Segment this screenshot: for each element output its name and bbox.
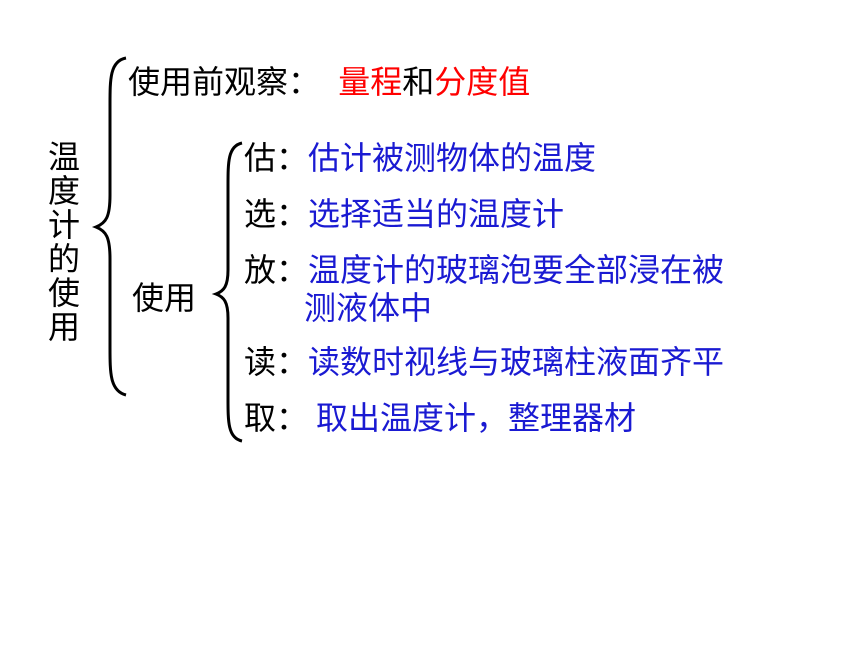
step-text: 取出温度计，整理器材 <box>316 399 637 437</box>
step-place: 放：温度计的玻璃泡要全部浸在被 <box>244 252 724 288</box>
inner-brace <box>211 141 243 443</box>
observe-division: 分度值 <box>434 63 531 101</box>
step-remove: 取：取出温度计，整理器材 <box>244 400 636 436</box>
observe-connector: 和 <box>402 63 435 101</box>
step-key: 读： <box>244 343 309 381</box>
step-text: 读数时视线与玻璃柱液面齐平 <box>308 343 725 381</box>
step-key: 选： <box>244 195 309 233</box>
step-place-continued: 测液体中 <box>304 289 433 327</box>
observe-label: 使用前观察： <box>128 63 321 101</box>
step-text: 选择适当的温度计 <box>308 195 565 233</box>
step-key: 取： <box>244 399 309 437</box>
step-text: 温度计的玻璃泡要全部浸在被 <box>308 251 725 289</box>
vertical-title: 温度计的使用 <box>47 138 80 346</box>
step-key: 放： <box>244 251 309 289</box>
step-key: 估： <box>244 139 309 177</box>
step-select: 选：选择适当的温度计 <box>244 196 564 232</box>
observe-range: 量程 <box>338 63 403 101</box>
outer-brace <box>91 56 127 397</box>
step-read: 读：读数时视线与玻璃柱液面齐平 <box>244 344 724 380</box>
step-estimate: 估：估计被测物体的温度 <box>244 140 596 176</box>
step-text: 估计被测物体的温度 <box>308 139 597 177</box>
observe-row: 使用前观察： 量程和分度值 <box>128 64 530 100</box>
use-label: 使用 <box>132 279 197 317</box>
